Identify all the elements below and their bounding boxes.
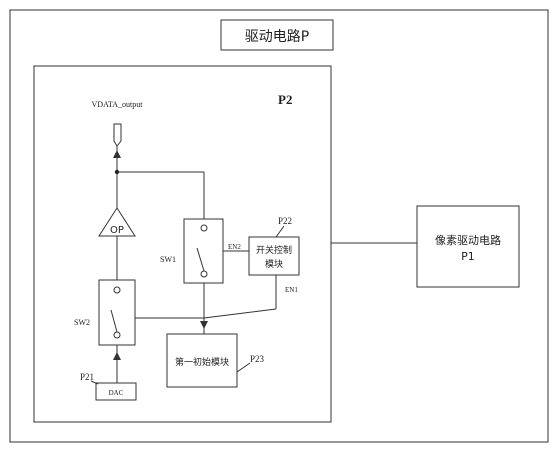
output-arrow: [113, 150, 121, 158]
pixel-drive-line1: 像素驱动电路: [435, 234, 501, 247]
output-terminal: [113, 123, 122, 147]
pixel-drive-box: [416, 205, 520, 288]
switch-control-box: [248, 236, 300, 276]
vdata-output-label: VDATA_output: [92, 100, 144, 109]
switch-control-line1: 开关控制: [256, 244, 292, 256]
first-init-label: 第一初始模块: [175, 356, 229, 368]
dac-label: DAC: [109, 389, 124, 397]
sw2-label: SW2: [74, 318, 90, 327]
en1-line-h: [203, 308, 277, 319]
sw2-contact-bottom: [113, 331, 121, 339]
en2-label: EN2: [228, 243, 241, 251]
title-box: [220, 19, 334, 51]
first-init-box: [166, 333, 238, 388]
sw1-contact-top: [200, 224, 208, 232]
sw1-blade: [196, 247, 205, 272]
pixel-drive-line2: P1: [461, 250, 475, 263]
sw2-contact-top: [113, 286, 121, 294]
sw2-blade: [110, 309, 118, 333]
p2-label: P2: [278, 92, 292, 107]
sw1-contact-bottom: [200, 270, 208, 278]
dac-ref-label: P21: [80, 372, 94, 382]
init-arrow: [200, 321, 208, 329]
op-amp-label: OP: [110, 225, 124, 236]
first-init-ref-leader: [236, 362, 251, 373]
switch-control-ref: P22: [278, 216, 292, 226]
switch-control-ref-leader: [275, 225, 285, 238]
switch-control-line2: 模块: [265, 258, 283, 270]
sw1-label: SW1: [160, 255, 176, 264]
en1-label: EN1: [285, 286, 298, 294]
title-text: 驱动电路P: [245, 29, 309, 45]
outer-frame: [9, 9, 549, 443]
dac-box: [95, 382, 137, 401]
p2-container: [33, 65, 332, 423]
dac-arrow: [113, 352, 121, 360]
dac-ref-leader: [90, 380, 99, 385]
first-init-ref: P23: [250, 354, 265, 364]
